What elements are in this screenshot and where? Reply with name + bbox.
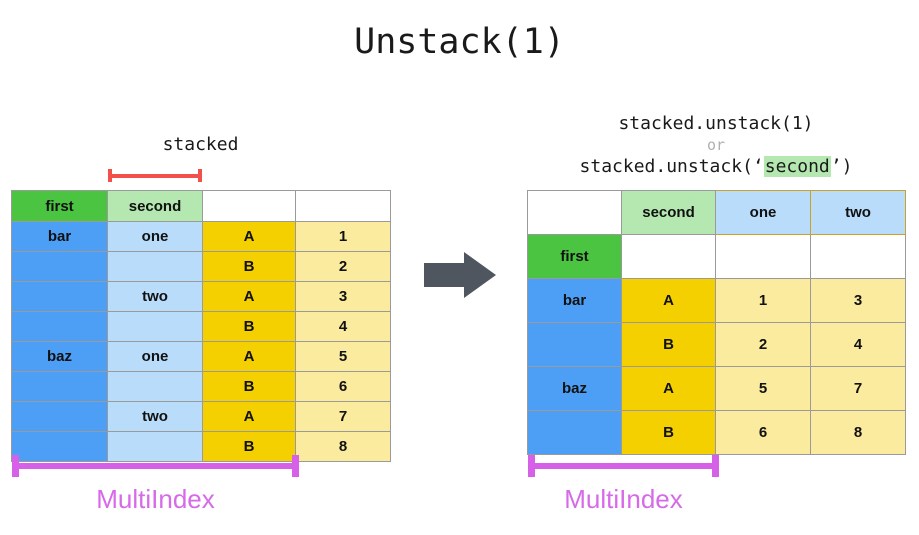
cell-second xyxy=(107,371,203,402)
caption-suffix: ’) xyxy=(830,156,853,177)
header-second: second xyxy=(107,190,203,222)
left-table-caption: stacked xyxy=(162,134,239,155)
header-blank-2 xyxy=(295,190,391,222)
cell-two: 3 xyxy=(810,278,906,323)
bracket-bar xyxy=(12,463,299,469)
bracket-bar xyxy=(528,463,719,469)
cell-one: 2 xyxy=(715,322,811,367)
header-blank-1 xyxy=(202,190,296,222)
cell-second: one xyxy=(107,341,203,372)
cell-level: A xyxy=(202,281,296,312)
cell-first xyxy=(527,410,622,455)
cell-first: baz xyxy=(11,341,108,372)
cell-first: bar xyxy=(11,221,108,252)
cell-level: B xyxy=(202,251,296,282)
cell-one: 6 xyxy=(715,410,811,455)
table-row: bar A 1 3 xyxy=(527,278,906,323)
cell-first: baz xyxy=(527,366,622,411)
cell-value: 5 xyxy=(295,341,391,372)
table-header-row-2: first xyxy=(527,234,906,279)
right-arrow-icon xyxy=(424,252,496,298)
cell-one: 1 xyxy=(715,278,811,323)
table-header-row-1: second one two xyxy=(527,190,906,235)
cell-level: B xyxy=(621,322,716,367)
cell-second xyxy=(107,251,203,282)
header-first: first xyxy=(527,234,622,279)
caption-prefix: stacked.unstack(‘ xyxy=(579,156,764,177)
cell-level: B xyxy=(621,410,716,455)
caption-line-3: stacked.unstack(‘second’) xyxy=(579,156,853,177)
caption-line-1: stacked.unstack(1) xyxy=(618,113,814,134)
page-title: Unstack(1) xyxy=(354,22,565,62)
cell-one: 5 xyxy=(715,366,811,411)
caption-highlight-second: second xyxy=(763,156,831,177)
multiindex-bracket-right xyxy=(528,455,719,477)
cell-first xyxy=(11,281,108,312)
cell-value: 8 xyxy=(295,431,391,462)
cell-level: A xyxy=(202,401,296,432)
multiindex-bracket-left xyxy=(12,455,299,477)
bracket-cap-right xyxy=(712,455,719,477)
cell-two: 4 xyxy=(810,322,906,367)
header-blank-one xyxy=(715,234,811,279)
table-row: baz one A 5 xyxy=(11,341,391,372)
table-header-row: first second xyxy=(11,190,391,222)
table-row: B 8 xyxy=(11,431,391,462)
cell-second xyxy=(107,311,203,342)
cell-value: 4 xyxy=(295,311,391,342)
cell-level: A xyxy=(621,278,716,323)
header-corner-blank xyxy=(527,190,622,235)
cell-level: A xyxy=(202,341,296,372)
cell-level: A xyxy=(202,221,296,252)
cell-level: B xyxy=(202,431,296,462)
cell-level: B xyxy=(202,311,296,342)
header-one: one xyxy=(715,190,811,235)
cell-two: 8 xyxy=(810,410,906,455)
cell-first xyxy=(11,371,108,402)
cell-level: B xyxy=(202,371,296,402)
multiindex-label-left: MultiIndex xyxy=(96,484,215,514)
table-row: two A 3 xyxy=(11,281,391,312)
table-row: B 2 xyxy=(11,251,391,282)
cell-first xyxy=(527,322,622,367)
header-second: second xyxy=(621,190,716,235)
stacked-table: first second bar one A 1 B 2 two A xyxy=(11,190,391,462)
caption-or: or xyxy=(706,136,726,154)
cell-second: one xyxy=(107,221,203,252)
table-row: two A 7 xyxy=(11,401,391,432)
cell-value: 1 xyxy=(295,221,391,252)
second-level-bracket xyxy=(108,169,202,182)
cell-value: 2 xyxy=(295,251,391,282)
bracket-cap-right xyxy=(292,455,299,477)
right-table-caption: stacked.unstack(1) or stacked.unstack(‘s… xyxy=(527,112,905,178)
bracket-bar xyxy=(108,174,202,178)
header-first: first xyxy=(11,190,108,222)
multiindex-label-right: MultiIndex xyxy=(564,484,683,514)
table-row: bar one A 1 xyxy=(11,221,391,252)
unstacked-table: second one two first bar A 1 3 B 2 4 xyxy=(527,190,906,455)
cell-value: 7 xyxy=(295,401,391,432)
table-row: baz A 5 7 xyxy=(527,366,906,411)
cell-first xyxy=(11,401,108,432)
cell-value: 6 xyxy=(295,371,391,402)
cell-value: 3 xyxy=(295,281,391,312)
table-row: B 6 xyxy=(11,371,391,402)
table-row: B 6 8 xyxy=(527,410,906,455)
cell-first xyxy=(11,431,108,462)
header-blank-second xyxy=(621,234,716,279)
header-blank-two xyxy=(810,234,906,279)
cell-second: two xyxy=(107,281,203,312)
cell-two: 7 xyxy=(810,366,906,411)
bracket-cap-right xyxy=(198,169,202,182)
cell-first: bar xyxy=(527,278,622,323)
header-two: two xyxy=(810,190,906,235)
cell-second: two xyxy=(107,401,203,432)
cell-first xyxy=(11,311,108,342)
table-row: B 2 4 xyxy=(527,322,906,367)
table-row: B 4 xyxy=(11,311,391,342)
cell-first xyxy=(11,251,108,282)
cell-level: A xyxy=(621,366,716,411)
